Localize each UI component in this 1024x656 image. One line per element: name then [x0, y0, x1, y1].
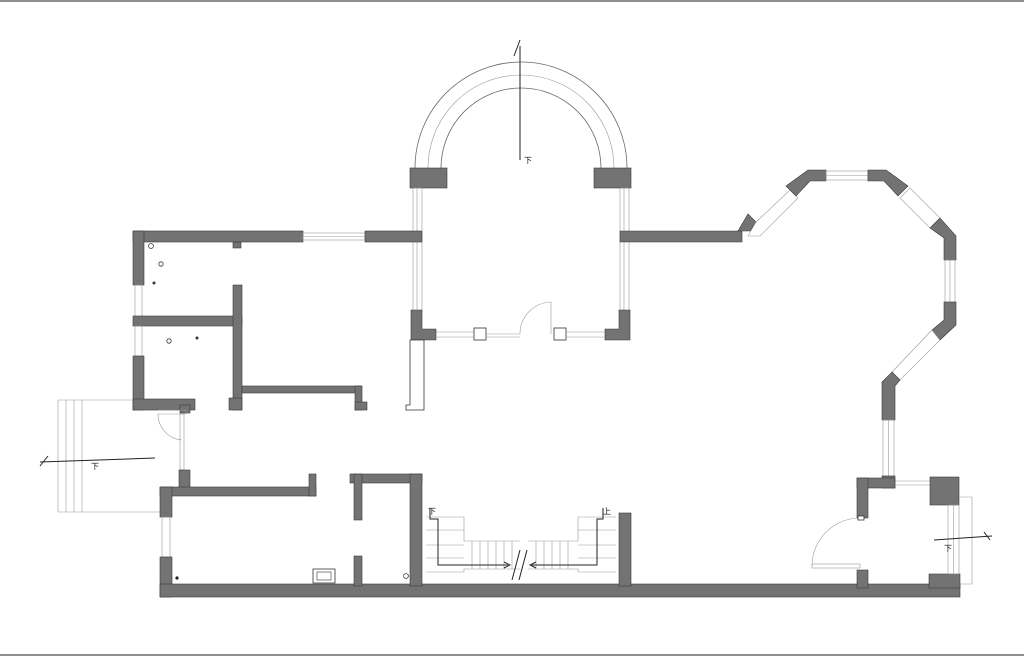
bay-corner-left [410, 309, 437, 341]
oct-window-ne [899, 187, 941, 229]
wall-top-left [132, 230, 304, 243]
entry-door-leaf-right [811, 563, 861, 569]
fixture-dot-5 [195, 336, 199, 340]
wall-top-right [619, 230, 743, 243]
fixture-dot-2 [158, 261, 164, 267]
entry-stair-arrow [39, 457, 156, 463]
wall-bottom [159, 583, 961, 598]
fixture-dot-1 [148, 243, 154, 249]
bay-corner-right [604, 309, 631, 341]
window-left-lower [134, 325, 143, 357]
left-rooms [132, 230, 368, 411]
octagon-bay [737, 169, 957, 489]
window-left-upper [134, 284, 143, 321]
stair-down-arrow [429, 508, 508, 566]
wall-entry-left [856, 477, 869, 519]
oct-corner-e1 [929, 217, 957, 261]
arch-inner [440, 87, 602, 169]
stair-break-line-2 [518, 549, 528, 581]
bay-door-swing [519, 301, 552, 335]
wall-bath-right [409, 473, 423, 587]
fixture-basin [312, 568, 336, 584]
wall-room-divider [132, 315, 243, 327]
entry-stair-down-label: 下 [91, 462, 99, 471]
stair-up-label: 上 [603, 507, 611, 516]
arch-pillar-right [593, 167, 632, 189]
entry-door-swing [157, 413, 183, 441]
arch-outer [414, 61, 628, 169]
top-walls [132, 230, 743, 243]
fixture-dot-7 [403, 573, 409, 579]
central-stair: 下 上 [426, 507, 632, 587]
fixture-dot-6 [175, 576, 179, 580]
wall-lower-top [159, 486, 317, 497]
bay-post-right [553, 327, 567, 341]
entry-pillar [929, 476, 960, 506]
wall-closet-bottom [241, 385, 362, 394]
oct-window-nw [747, 189, 799, 237]
wall-top-mid [364, 230, 423, 243]
bay-window-left [412, 187, 423, 313]
bay-post-left [473, 327, 487, 341]
window-lower-left [161, 516, 171, 558]
arch-middle [427, 74, 615, 169]
arch-pillar-left [409, 167, 448, 189]
wall-stair-right [618, 512, 632, 587]
fixture-dot-3 [152, 281, 156, 285]
bottom-rooms [159, 469, 961, 598]
oct-window-se [891, 329, 941, 381]
stair-up-arrow [532, 508, 604, 566]
entry-down-label: 下 [944, 544, 952, 553]
entry-door-jamb [179, 413, 185, 471]
arch-down-label: 下 [524, 156, 532, 165]
arch-axis-tick [513, 39, 521, 57]
wall-room-right [232, 284, 243, 411]
stair-break-line-1 [511, 549, 521, 581]
bay-low-wall [405, 339, 425, 411]
entry-arrow [933, 535, 993, 541]
arched-bay: 下 [405, 39, 632, 411]
wall-left-upper [132, 230, 145, 286]
oct-corner-n1 [785, 169, 827, 197]
entry-door-swing-right [811, 517, 861, 567]
stair-down-label: 下 [428, 507, 436, 516]
oct-corner-s [881, 371, 901, 421]
right-entry: 下 [811, 476, 993, 589]
entry-step [959, 496, 973, 585]
oct-corner-n2 [867, 169, 909, 197]
fixture-dot-4 [166, 338, 172, 344]
bay-window-right [619, 187, 630, 313]
